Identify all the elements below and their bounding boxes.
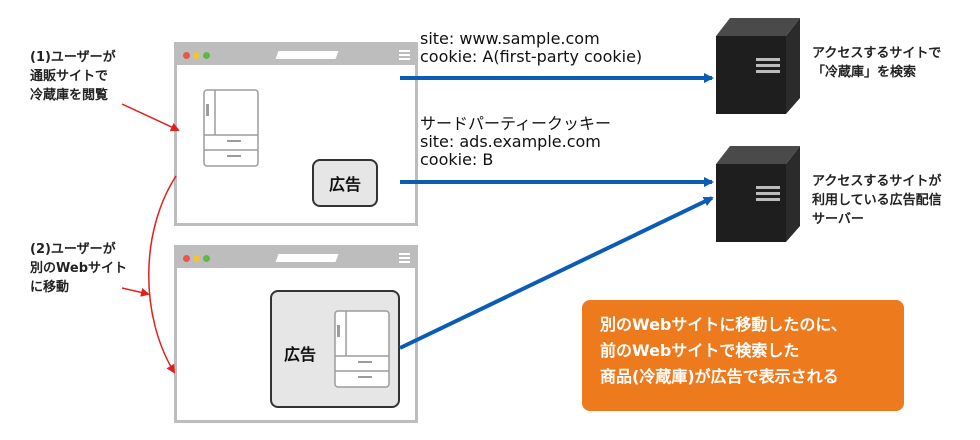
ad-label: 広告 (284, 345, 317, 364)
shopping-site-window: 広告 (174, 42, 418, 226)
maximize-dot-icon (203, 255, 210, 262)
refrigerator-icon (203, 89, 259, 167)
move-curve-arrow (148, 175, 177, 374)
ad-banner-large[interactable]: 広告 (270, 290, 400, 408)
search-server-icon (716, 18, 800, 114)
step1-pointer-arrow (121, 103, 180, 132)
close-dot-icon (183, 255, 190, 262)
ad-server-label: アクセスするサイトが 利用している広告配信 サーバー (812, 174, 942, 227)
menu-icon (399, 253, 410, 263)
search-server-label: アクセスするサイトで 「冷蔵庫」を検索 (812, 46, 942, 80)
summary-callout: 別のWebサイトに移動したのに、 前のWebサイトで検索した 商品(冷蔵庫)が広… (582, 300, 904, 411)
step1-text: (1)ユーザーが 通販サイトで 冷蔵庫を閲覧 (30, 50, 116, 103)
step2-pointer-arrow (121, 287, 150, 297)
menu-icon (399, 50, 410, 60)
minimize-dot-icon (193, 255, 200, 262)
maximize-dot-icon (203, 52, 210, 59)
window-titlebar (177, 248, 415, 268)
first-party-request-text: site: www.sample.com cookie: A(first-par… (420, 29, 643, 66)
ad-label: 広告 (328, 175, 361, 194)
ad-banner[interactable]: 広告 (312, 159, 378, 207)
refrigerator-icon (334, 310, 390, 388)
ad-request-arrow (399, 196, 714, 350)
ad-server-icon (716, 146, 800, 242)
step2-text: (2)ユーザーが 別のWebサイト に移動 (30, 242, 127, 295)
close-dot-icon (183, 52, 190, 59)
minimize-dot-icon (193, 52, 200, 59)
window-titlebar (177, 45, 415, 65)
other-site-window: 広告 (174, 245, 418, 423)
third-party-request-text: サードパーティークッキー site: ads.example.com cooki… (420, 114, 612, 169)
